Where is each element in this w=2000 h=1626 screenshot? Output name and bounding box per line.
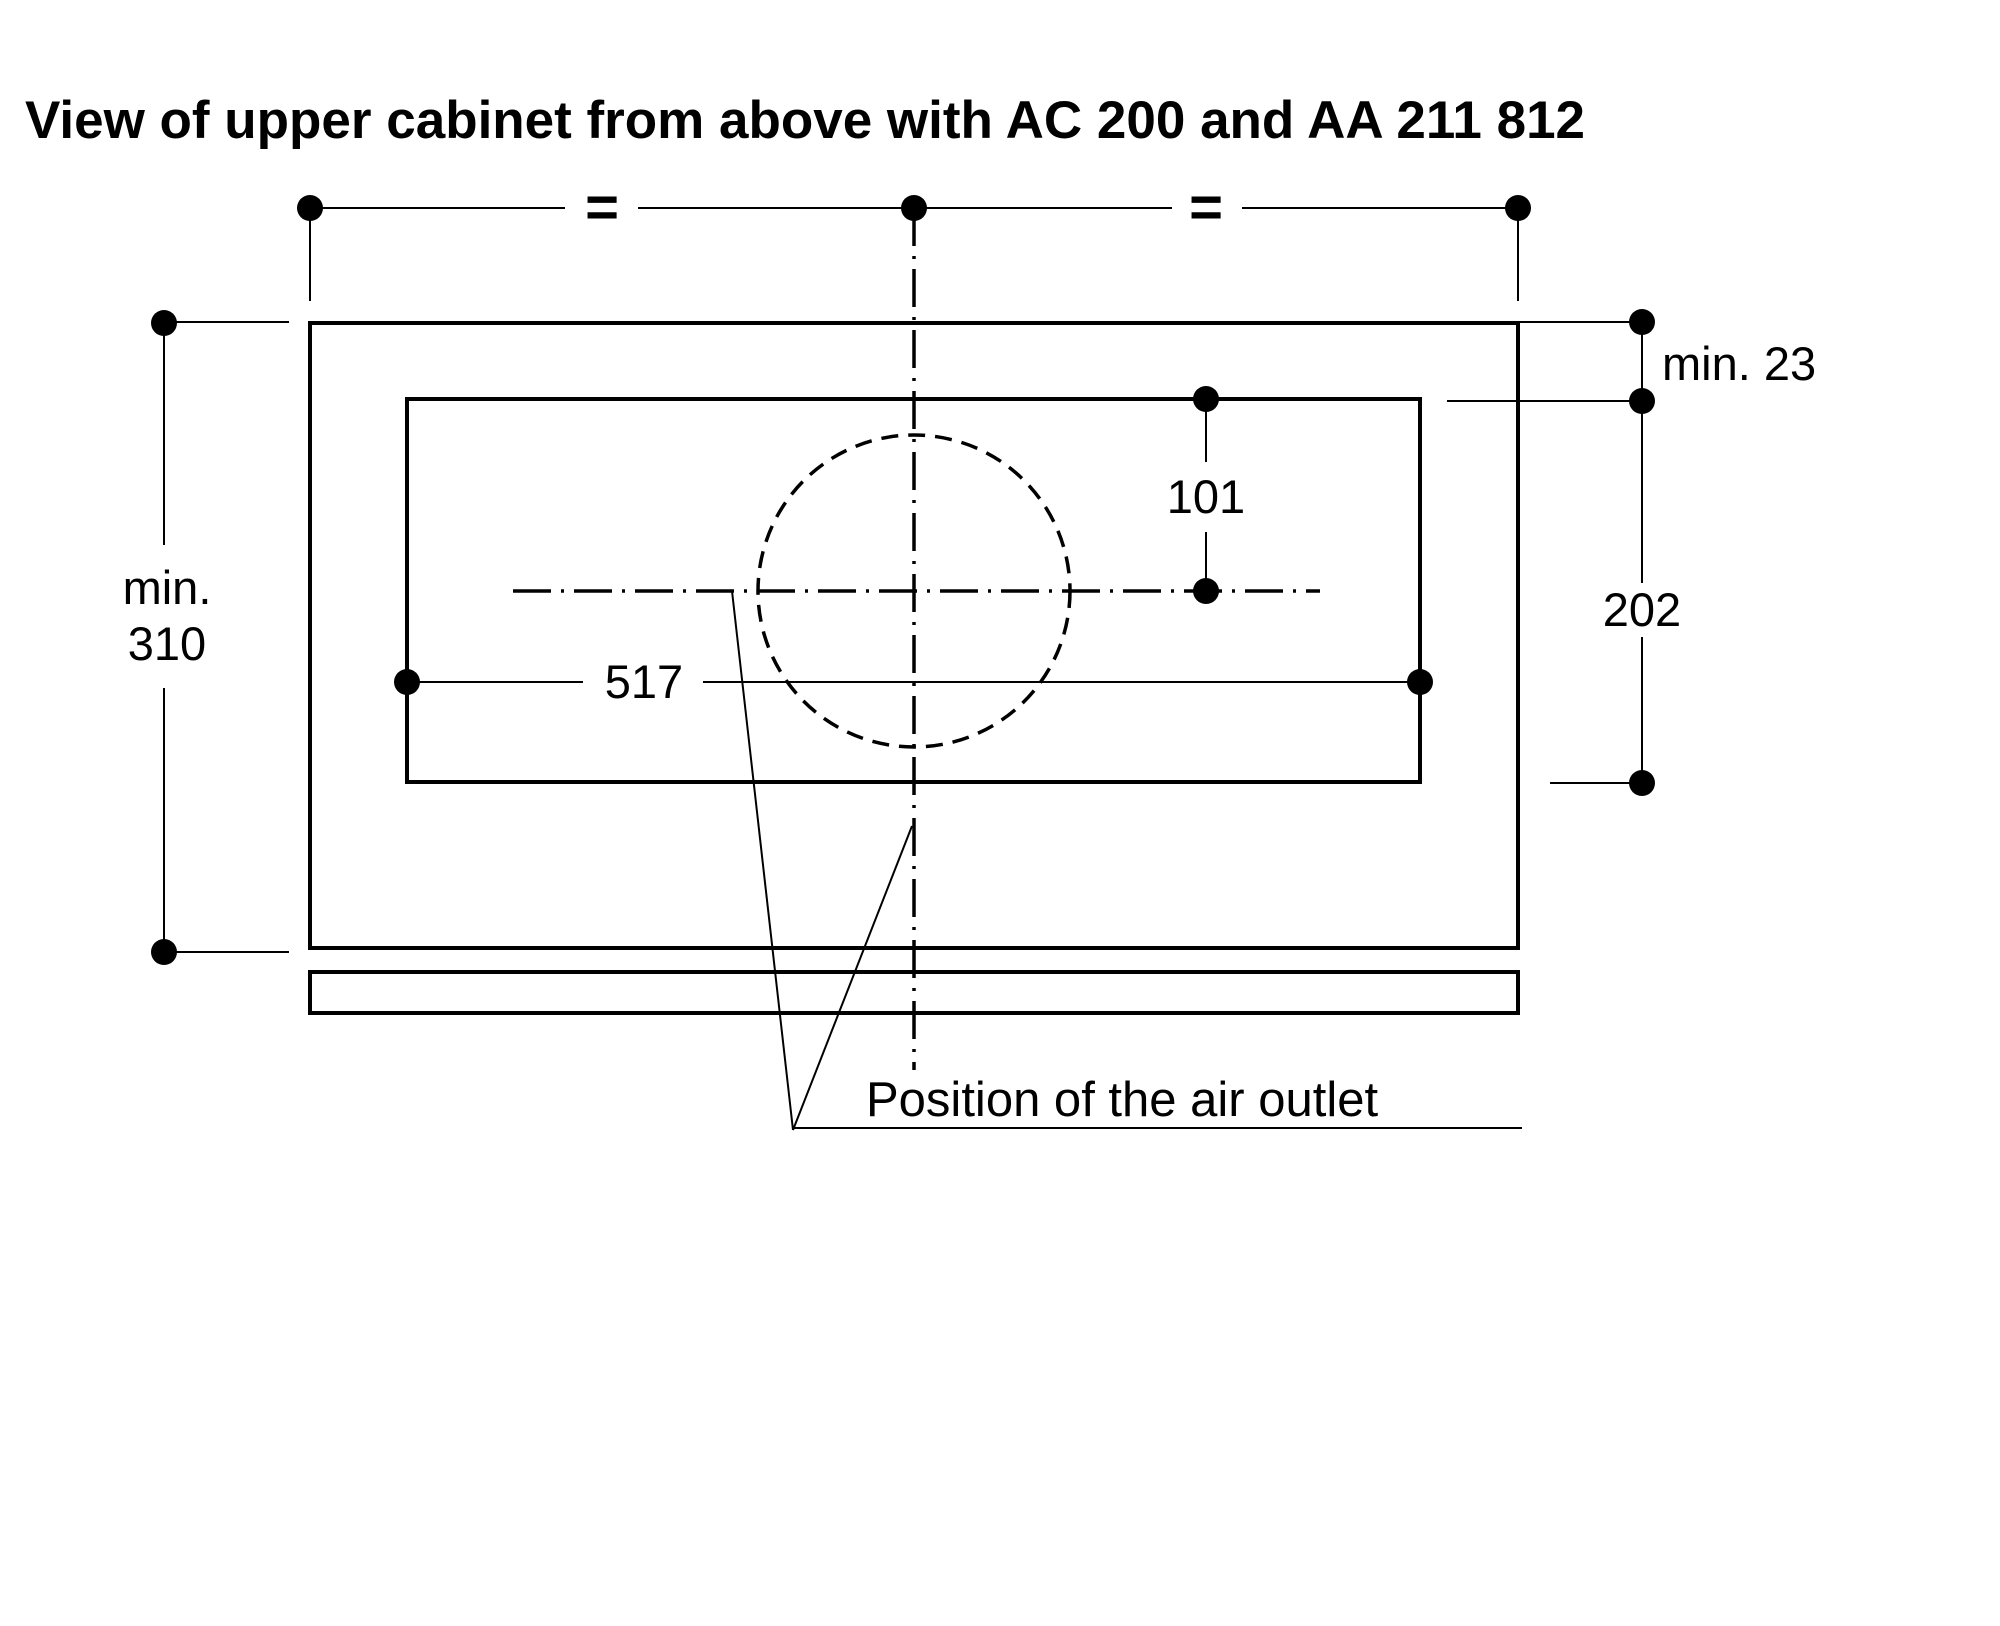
page-title: View of upper cabinet from above with AC… [25,91,1585,150]
dimension-dot [1629,770,1655,796]
dimension-dot [1629,309,1655,335]
dim202-label: 202 [1603,583,1681,636]
air-outlet-caption: Position of the air outlet [866,1073,1378,1127]
min310-label-line2: 310 [128,617,206,670]
dim517-label: 517 [605,655,683,708]
dim-min-310: min. 310 [123,310,289,965]
equal-spacing-symbol-left: = [585,175,619,240]
dim-202: 202 [1550,401,1681,796]
dimension-dot [151,310,177,336]
dimension-dot [1193,578,1219,604]
air-outlet-callout: Position of the air outlet [731,590,1522,1131]
dim-101: 101 [1167,386,1245,604]
min310-label-line1: min. [123,561,212,614]
top-dimension-line: = = [297,175,1531,301]
dim-min-23: min. 23 [1447,309,1816,414]
dim-517: 517 [394,655,1433,708]
leader-line-to-horizontal-centerline [731,590,794,1131]
dimension-dot [394,669,420,695]
equal-spacing-symbol-right: = [1189,175,1223,240]
min23-label: min. 23 [1662,337,1816,390]
dim101-label: 101 [1167,470,1245,523]
dimension-dot [151,939,177,965]
dimension-dot [1193,386,1219,412]
leader-line-to-vertical-centerline [792,825,913,1131]
dimension-dot [1407,669,1433,695]
